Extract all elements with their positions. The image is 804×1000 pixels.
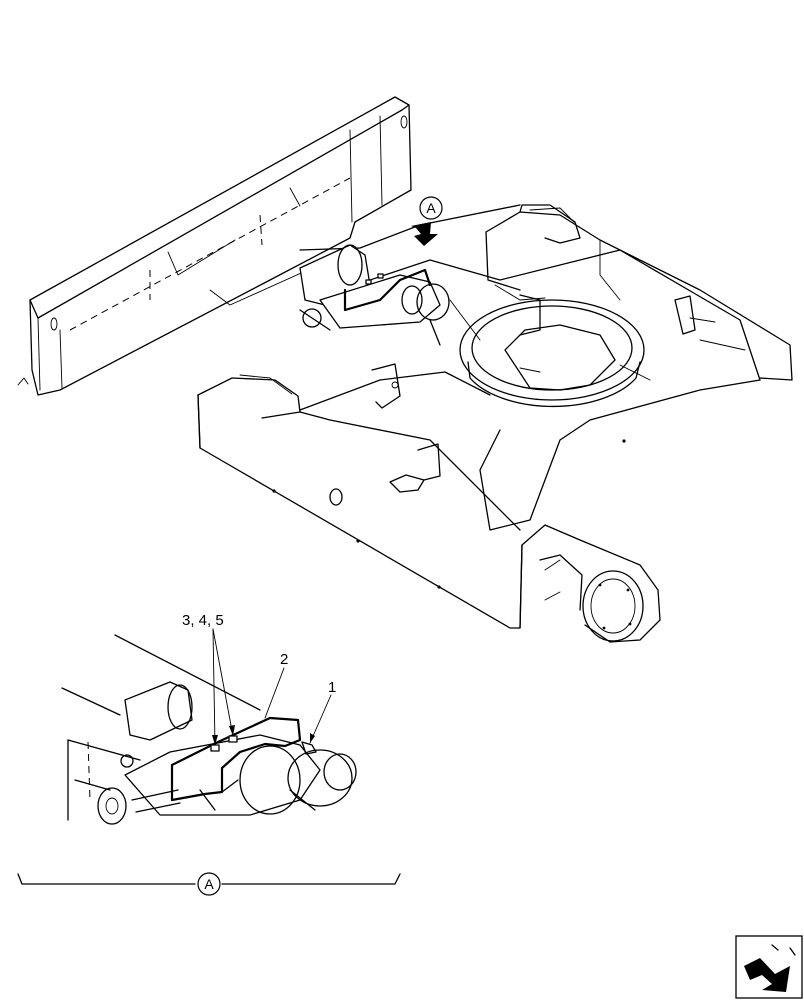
view-direction-arrow-icon bbox=[411, 222, 438, 246]
lower-track-frame bbox=[197, 374, 626, 629]
guard-bracket bbox=[371, 363, 401, 409]
next-page-arrow-icon[interactable] bbox=[735, 935, 803, 999]
view-marker-letter: A bbox=[426, 200, 436, 216]
view-marker-circle bbox=[419, 196, 443, 220]
callout-label: 1 bbox=[328, 679, 336, 696]
callout-label: 2 bbox=[280, 651, 288, 668]
detail-view-a: 3, 4, 5 2 1 A bbox=[17, 612, 401, 896]
detail-bracket bbox=[221, 873, 401, 885]
undercarriage-frame bbox=[17, 96, 793, 643]
detail-caption-letter: A bbox=[204, 876, 214, 892]
view-marker: A bbox=[411, 196, 443, 246]
upper-track-frame bbox=[485, 204, 793, 381]
callout-label: 3, 4, 5 bbox=[182, 612, 224, 629]
dozer-blade bbox=[17, 96, 412, 396]
detail-bracket bbox=[17, 873, 196, 885]
detail-caption-circle bbox=[197, 872, 221, 896]
front-idler bbox=[519, 524, 661, 643]
center-frame bbox=[299, 249, 761, 531]
cylinder-assembly-main bbox=[299, 244, 450, 346]
